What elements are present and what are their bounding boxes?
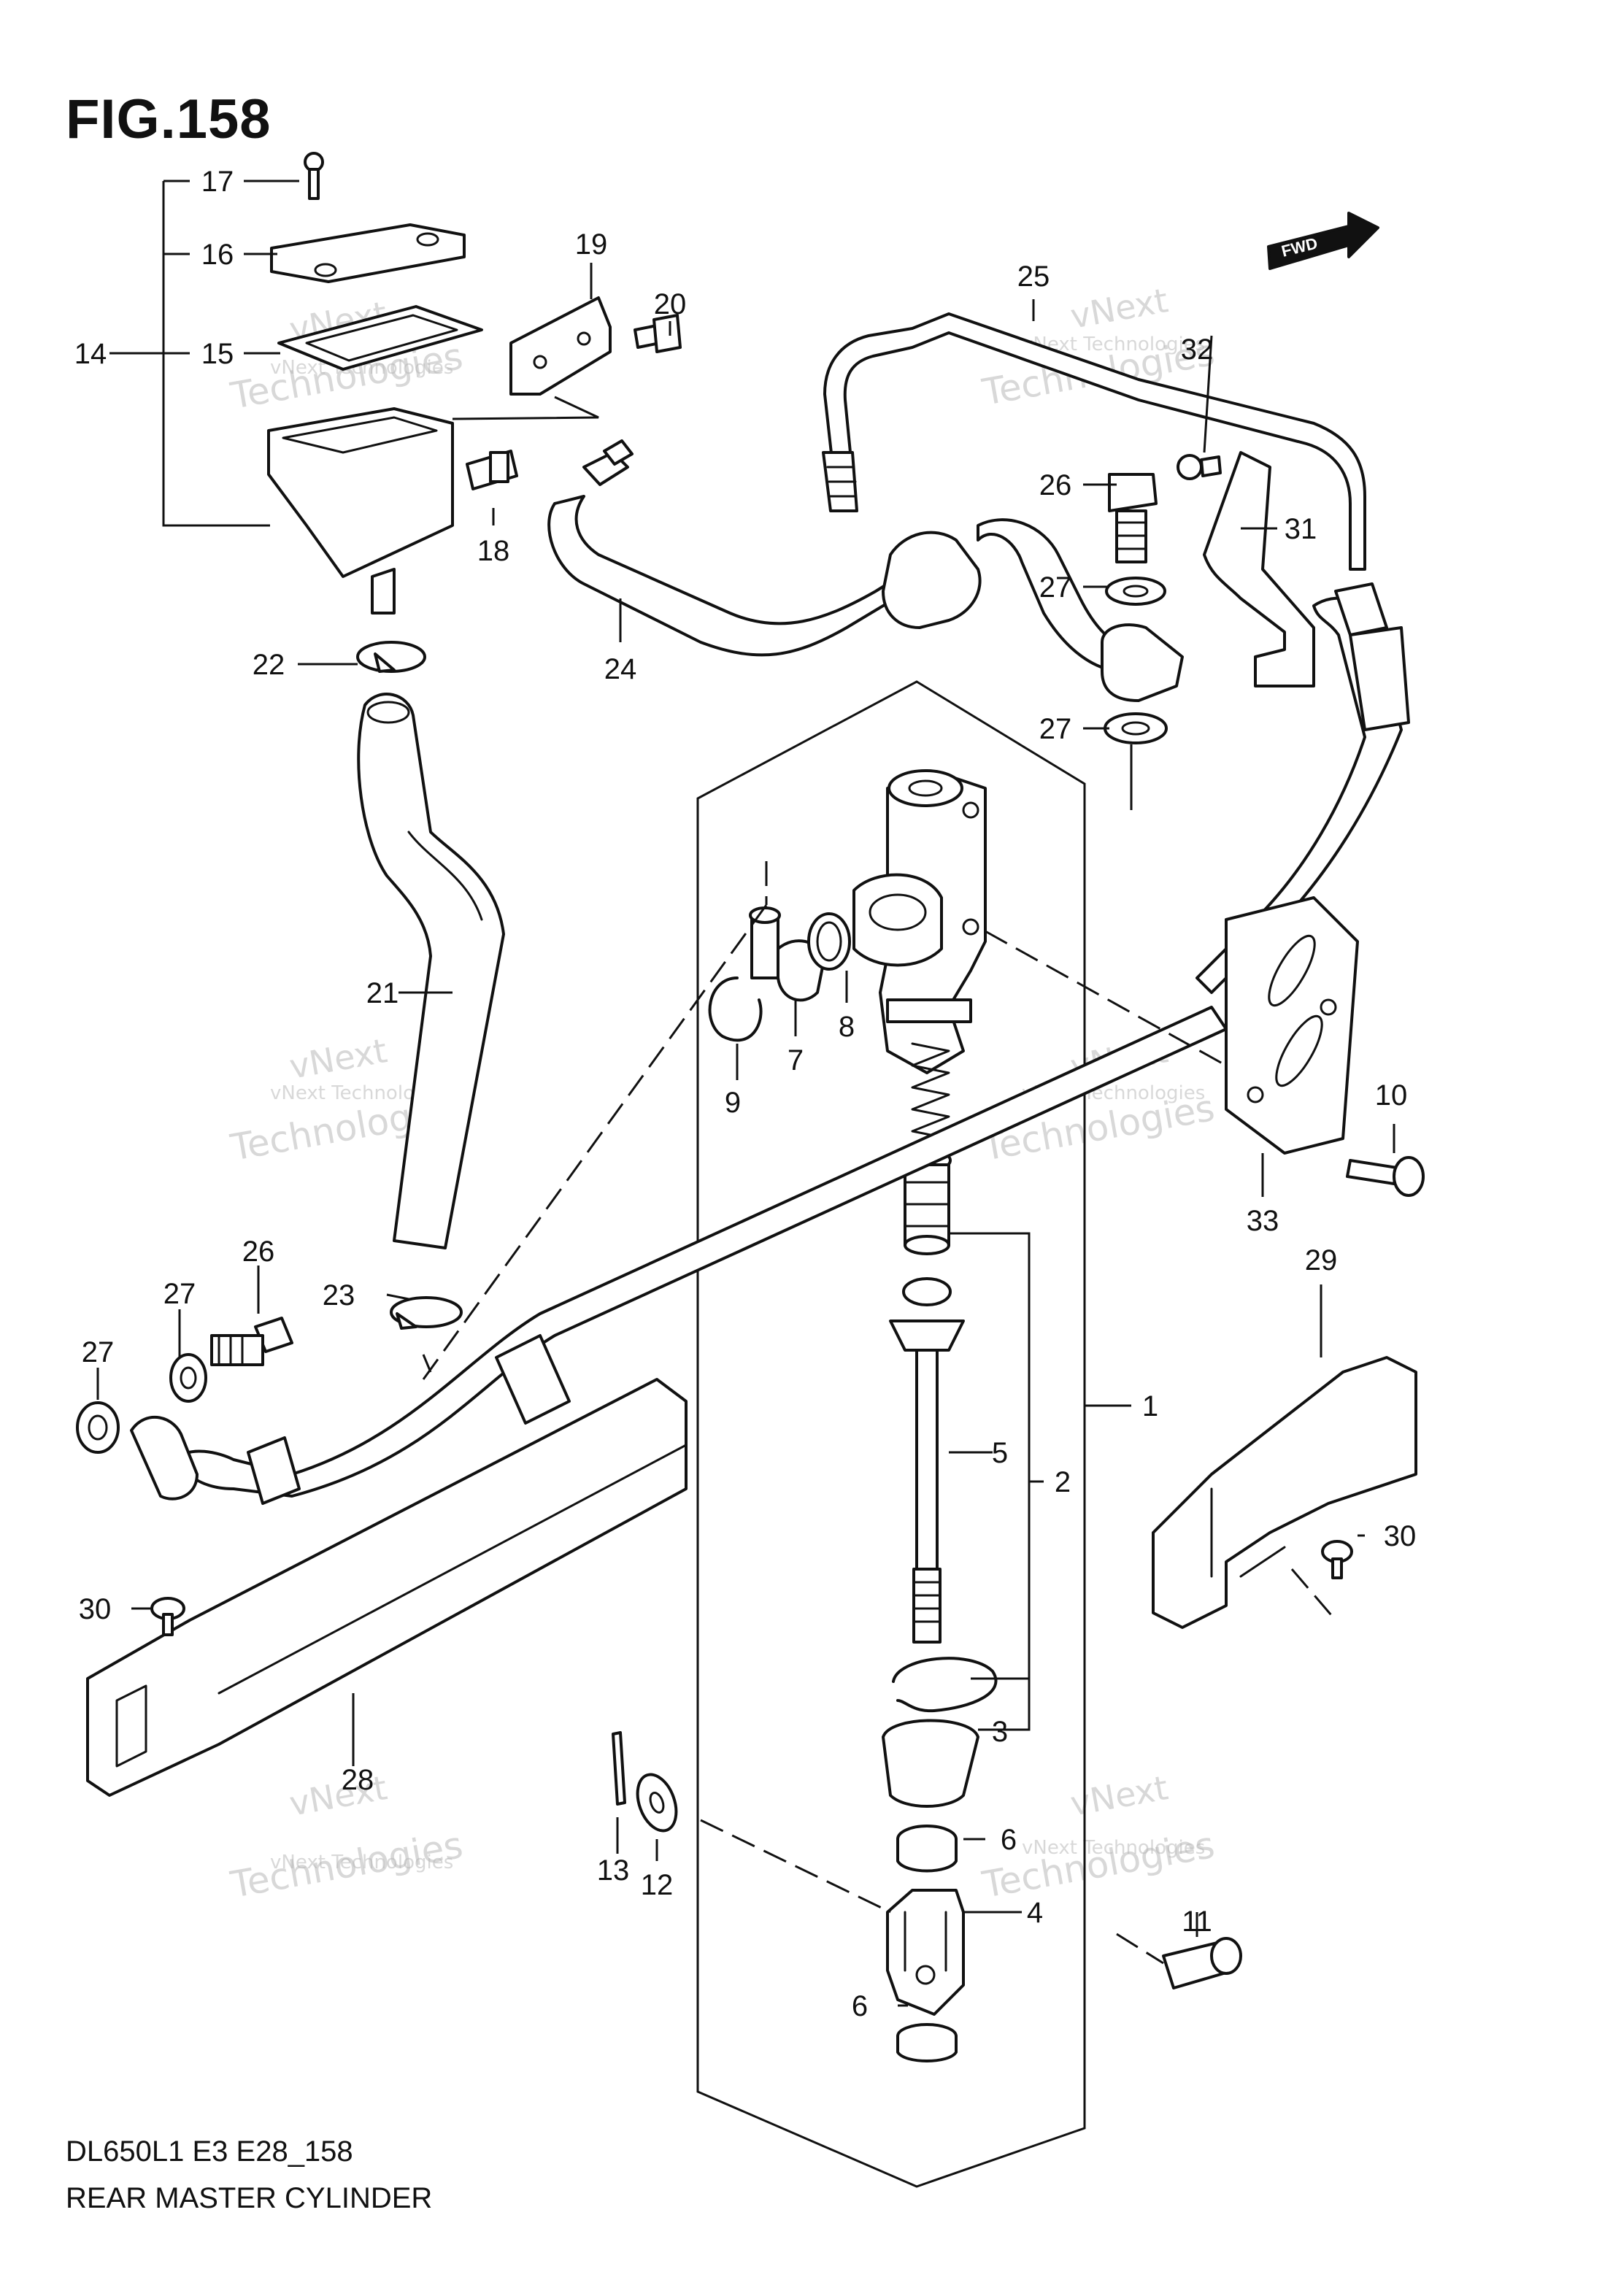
circlip-3: [892, 1657, 998, 1713]
o-ring-8: [807, 912, 851, 971]
washer-27-left: [76, 1401, 120, 1454]
watermark-line1: vNext: [1068, 280, 1171, 336]
callout-6-upper: 6: [1001, 1824, 1017, 1856]
callout-27-mid: 27: [1039, 713, 1072, 745]
union-bolt-26-lower: [210, 1317, 293, 1366]
nut-6-lower: [896, 2023, 958, 2062]
callout-27-left-upper: 27: [163, 1278, 196, 1310]
callout-13: 13: [597, 1854, 630, 1887]
callout-17: 17: [201, 166, 234, 198]
callout-26-left: 26: [242, 1236, 275, 1268]
brake-hose-lower: [174, 1006, 1228, 1498]
reservoir-bracket: [509, 296, 612, 396]
watermark-small: vNext Technologies: [1022, 1837, 1205, 1859]
clevis-4: [886, 1889, 965, 2016]
cover-screw-30-right: [1321, 1540, 1353, 1579]
watermark-line1: vNext: [287, 1768, 390, 1824]
reservoir-hose-21: [357, 693, 505, 1249]
callout-19: 19: [575, 228, 608, 261]
washer-27-top: [1105, 577, 1166, 606]
callout-14: 14: [74, 338, 107, 370]
callout-4: 4: [1027, 1897, 1043, 1929]
guard-screw-30-left: [150, 1597, 185, 1636]
callout-31: 31: [1285, 513, 1317, 545]
callout-3: 3: [992, 1716, 1008, 1748]
callout-27-left: 27: [82, 1336, 115, 1368]
model-code: DL650L1 E3 E28_158: [66, 2135, 353, 2168]
washer-12: [636, 1773, 678, 1833]
callout-24: 24: [604, 653, 637, 685]
watermark-line1: vNext: [287, 1030, 390, 1087]
callout-15: 15: [201, 338, 234, 370]
pipe-bracket-31: [1203, 451, 1315, 687]
hose-clamp-22: [356, 641, 426, 673]
reservoir-bolt: [466, 450, 518, 490]
nut-6-upper: [896, 1825, 958, 1873]
callout-33: 33: [1247, 1205, 1279, 1237]
callout-10: 10: [1375, 1079, 1408, 1112]
figure-title: FIG.158: [66, 88, 272, 150]
watermark-small: vNext Technologies: [270, 1852, 453, 1873]
push-rod-5: [889, 1277, 965, 1644]
washer-27-left-upper: [169, 1353, 207, 1403]
callout-29: 29: [1305, 1244, 1338, 1276]
callout-9: 9: [725, 1087, 741, 1119]
callout-7: 7: [788, 1044, 804, 1076]
leader-lines: [96, 180, 1395, 2007]
callout-12: 12: [641, 1869, 674, 1901]
callout-32: 32: [1181, 334, 1214, 366]
hose-guard-28: [86, 1378, 688, 1797]
callout-2: 2: [1055, 1466, 1071, 1498]
clevis-pin-11: [1162, 1937, 1242, 1989]
callout-30-left: 30: [79, 1593, 112, 1625]
diagram-name: REAR MASTER CYLINDER: [66, 2182, 433, 2214]
watermark-line1: vNext: [1068, 1768, 1171, 1824]
reservoir-body: [267, 407, 454, 578]
union-bolt-26-top: [1108, 473, 1158, 563]
callout-11: 11: [1182, 1906, 1212, 1938]
circlip-9: [708, 976, 763, 1042]
callout-6-lower: 6: [852, 1990, 868, 2022]
callout-18: 18: [477, 535, 510, 567]
banjo-fitting: [1101, 623, 1184, 702]
callout-22: 22: [253, 649, 285, 681]
callout-30-right: 30: [1384, 1520, 1417, 1552]
fwd-direction-badge: FWD: [1267, 212, 1379, 270]
callout-27-top: 27: [1039, 571, 1072, 604]
callout-8: 8: [839, 1011, 855, 1043]
bracket-bolt: [634, 314, 682, 353]
callout-21: 21: [366, 977, 399, 1009]
cover-29: [1152, 1356, 1417, 1629]
pipe-bracket-bolt-32: [1177, 454, 1222, 480]
cylinder-kit-boundary: [696, 680, 1086, 2188]
bracket-bolt-10: [1346, 1156, 1425, 1197]
callout-16: 16: [201, 239, 234, 271]
reservoir-cap-screw: [304, 152, 324, 200]
callout-labels: 17 16 15 14 19 20 25 32 26 31 18 24 27 2…: [74, 166, 1417, 2022]
cotter-pin-13: [612, 1731, 626, 1806]
callout-5: 5: [992, 1437, 1008, 1469]
callout-25: 25: [1017, 261, 1050, 293]
hose-bracket: [1225, 896, 1359, 1155]
hose-clamp-23: [390, 1296, 463, 1330]
callout-26: 26: [1039, 469, 1072, 501]
callout-1: 1: [1142, 1390, 1158, 1422]
callout-20: 20: [654, 288, 687, 320]
callout-28: 28: [342, 1764, 374, 1796]
reservoir-hose-24: [547, 495, 943, 657]
brake-pipe-25: [823, 312, 1366, 571]
reservoir-cap-plate: [270, 223, 466, 283]
callout-23: 23: [323, 1279, 355, 1311]
dust-boot-3: [882, 1719, 979, 1808]
washer-27-lower: [1104, 712, 1168, 744]
